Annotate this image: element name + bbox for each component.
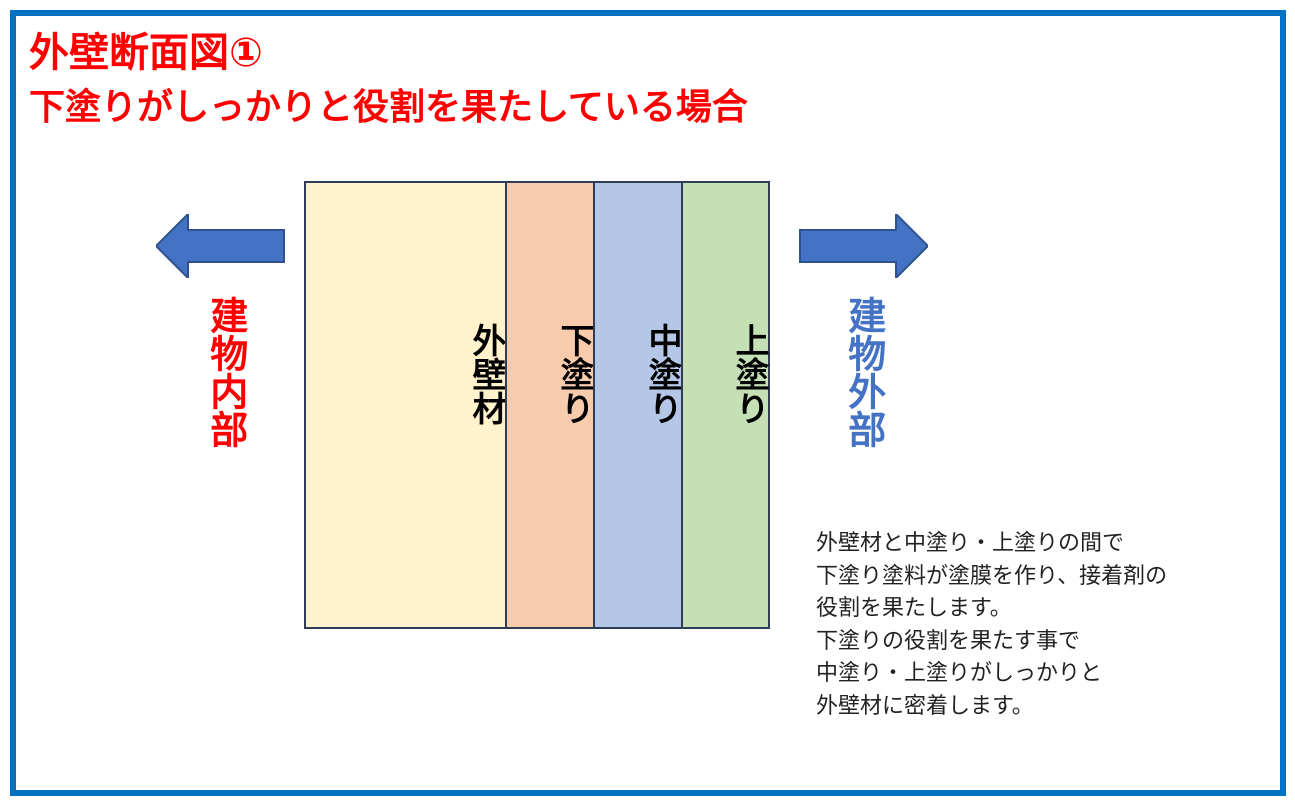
description-line: 外壁材に密着します。 (816, 693, 1034, 719)
label-building-exterior: 建物外部 (841, 296, 886, 448)
layer-undercoat: 下塗り (505, 181, 595, 629)
layer-middle-coat: 中塗り (593, 181, 683, 629)
layer-label: 上塗り (729, 323, 769, 425)
arrow-left-icon (156, 214, 285, 278)
label-building-interior: 建物内部 (203, 296, 248, 448)
layer-label: 中塗り (642, 323, 682, 425)
layer-label: 下塗り (554, 323, 594, 425)
layer-label: 外壁材 (466, 323, 506, 425)
title-sub: 下塗りがしっかりと役割を果たしている場合 (29, 87, 748, 128)
layer-wall-material: 外壁材 (304, 181, 507, 629)
description-line: 外壁材と中塗り・上塗りの間で (816, 531, 1125, 556)
description-line: 役割を果たします。 (816, 596, 1012, 621)
description-text: 外壁材と中塗り・上塗りの間で 下塗り塗料が塗膜を作り、接着剤の 役割を果たします… (816, 528, 1256, 723)
description-line: 下塗りの役割を果たす事で (816, 628, 1081, 654)
description-line: 下塗り塗料が塗膜を作り、接着剤の (816, 563, 1168, 589)
layer-top-coat: 上塗り (681, 181, 770, 629)
title-main: 外壁断面図① (29, 30, 263, 76)
description-line: 中塗り・上塗りがしっかりと (816, 661, 1103, 686)
arrow-right-icon (799, 214, 928, 278)
diagram-frame: 外壁断面図① 下塗りがしっかりと役割を果たしている場合 建物内部 建物外部 外壁… (10, 10, 1286, 796)
